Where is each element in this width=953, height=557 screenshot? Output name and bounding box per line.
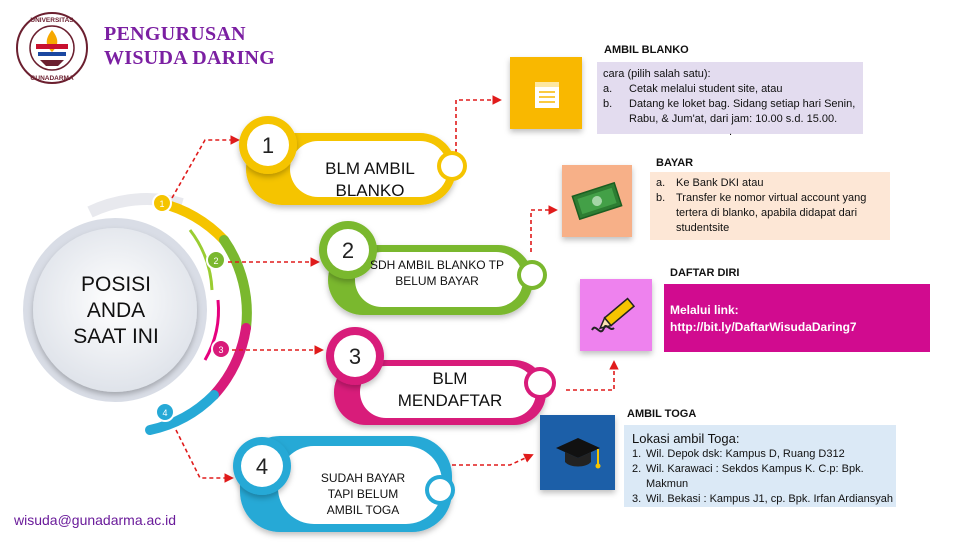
bayar-item-b: b. Transfer ke nomor virtual account yan… (656, 191, 886, 236)
list-marker: b. (656, 192, 666, 204)
list-marker: 2. (632, 463, 642, 475)
ring-badge-1: 1 (152, 193, 172, 213)
ambil-blanko-title: AMBIL BLANKO (604, 44, 689, 56)
ring-badge-3: 3 (211, 339, 231, 359)
list-marker: a. (656, 177, 666, 189)
list-marker: a. (603, 83, 613, 95)
center-label-line2: ANDA (86, 299, 146, 322)
university-logo: UNIVERSITAS GUNADARMA (16, 12, 88, 84)
svg-text:1: 1 (159, 199, 164, 209)
list-item-text: Wil. Depok dsk: Kampus D, Ruang D312 (646, 448, 845, 460)
step-1-number: 1 (262, 133, 274, 158)
step-4-label-line2: TAPI BELUM (327, 487, 399, 501)
step-3-label-line2: MENDAFTAR (397, 391, 503, 410)
ambil-blanko-item-b: b. Datang ke loket bag. Sidang setiap ha… (603, 97, 859, 127)
step-4-label: SUDAH BAYAR TAPI BELUM AMBIL TOGA (288, 470, 438, 518)
ambil-blanko-intro: cara (pilih salah satu): (603, 68, 711, 80)
bayar-item-a: a. Ke Bank DKI atau (656, 176, 886, 191)
ambil-toga-heading: Lokasi ambil Toga: (632, 431, 740, 446)
step-2-number: 2 (342, 238, 354, 263)
list-item-text: Cetak melalui student site, atau (629, 83, 783, 95)
daftar-diri-title: DAFTAR DIRI (670, 267, 740, 279)
step-3-number: 3 (349, 344, 361, 369)
ambil-toga-item-1: 1. Wil. Depok dsk: Kampus D, Ruang D312 (632, 447, 894, 462)
center-label-line3: SAAT INI (73, 325, 159, 348)
step-2-label: SDH AMBIL BLANKO TP BELUM BAYAR (348, 257, 526, 289)
svg-text:4: 4 (162, 408, 167, 418)
list-marker: 1. (632, 448, 642, 460)
pen-signature-icon (580, 279, 652, 351)
step-2-label-line2: BELUM BAYAR (395, 274, 479, 288)
daftar-diri-line1: Melalui link: (670, 303, 739, 317)
daftar-diri-content: Melalui link: http://bit.ly/DaftarWisuda… (670, 302, 857, 336)
daftar-diri-panel (664, 284, 930, 352)
svg-text:2: 2 (213, 256, 218, 266)
step-2-label-line1: SDH AMBIL BLANKO TP (369, 258, 505, 272)
step-1-label-line2: BLANKO (335, 181, 405, 200)
ambil-toga-item-2: 2. Wil. Karawaci : Sekdos Kampus K. C.p:… (632, 462, 894, 492)
step-3-shape (326, 327, 556, 425)
notepad-icon (510, 57, 582, 129)
center-label-line1: POSISI (80, 273, 152, 296)
ambil-toga-item-3: 3. Wil. Bekasi : Kampus J1, cp. Bpk. Irf… (632, 492, 894, 507)
step-1-shape (239, 116, 467, 205)
ambil-blanko-trailing: . (729, 126, 733, 138)
logo-top-text: UNIVERSITAS (30, 17, 74, 24)
ring-badge-2: 2 (206, 250, 226, 270)
step-3-label: BLM MENDAFTAR (370, 368, 530, 412)
step-1-label: BLM AMBIL BLANKO (296, 158, 444, 202)
ring-badge-4: 4 (155, 402, 175, 422)
daftar-diri-link[interactable]: http://bit.ly/DaftarWisudaDaring7 (670, 320, 857, 334)
center-label: POSISI ANDA SAAT INI (46, 272, 186, 350)
ambil-blanko-panel (597, 62, 863, 134)
page-title: PENGURUSAN WISUDA DARING (104, 22, 275, 70)
list-item-text: Datang ke loket bag. Sidang setiap hari … (629, 98, 856, 125)
step-4-number: 4 (256, 454, 268, 479)
ambil-toga-title: AMBIL TOGA (627, 408, 697, 420)
step-4-label-line1: SUDAH BAYAR (320, 471, 406, 485)
step-2-shape (319, 221, 547, 315)
step-4-shape (233, 436, 455, 532)
ambil-toga-content: Lokasi ambil Toga: 1. Wil. Depok dsk: Ka… (632, 430, 894, 507)
ambil-toga-panel (624, 425, 896, 507)
bayar-title: BAYAR (656, 157, 694, 169)
contact-email[interactable]: wisuda@gunadarma.ac.id (14, 512, 177, 528)
money-icon (562, 165, 632, 237)
section-connectors (452, 95, 619, 466)
list-item-text: Wil. Bekasi : Kampus J1, cp. Bpk. Irfan … (646, 493, 893, 505)
svg-text:3: 3 (218, 345, 223, 355)
step-3-label-line1: BLM (432, 369, 468, 388)
center-ring (23, 193, 252, 435)
ambil-blanko-item-a: a. Cetak melalui student site, atau (603, 82, 859, 97)
list-item-text: Wil. Karawaci : Sekdos Kampus K. C.p: Bp… (646, 463, 864, 490)
list-marker: 3. (632, 493, 642, 505)
bayar-panel (650, 172, 890, 240)
logo-bottom-text: GUNADARMA (30, 75, 74, 82)
step-4-label-line3: AMBIL TOGA (326, 503, 400, 517)
center-connectors (171, 135, 324, 483)
step-1-label-line1: BLM AMBIL (325, 159, 415, 178)
ambil-blanko-content: cara (pilih salah satu): a. Cetak melalu… (603, 67, 859, 138)
page-title-line1: PENGURUSAN (104, 23, 246, 45)
list-marker: b. (603, 98, 613, 110)
graduation-cap-icon (540, 415, 615, 490)
list-item-text: Ke Bank DKI atau (676, 177, 764, 189)
list-item-text: Transfer ke nomor virtual account yang t… (676, 192, 867, 234)
bayar-content: a. Ke Bank DKI atau b. Transfer ke nomor… (656, 176, 886, 236)
page-title-line2: WISUDA DARING (104, 47, 276, 69)
